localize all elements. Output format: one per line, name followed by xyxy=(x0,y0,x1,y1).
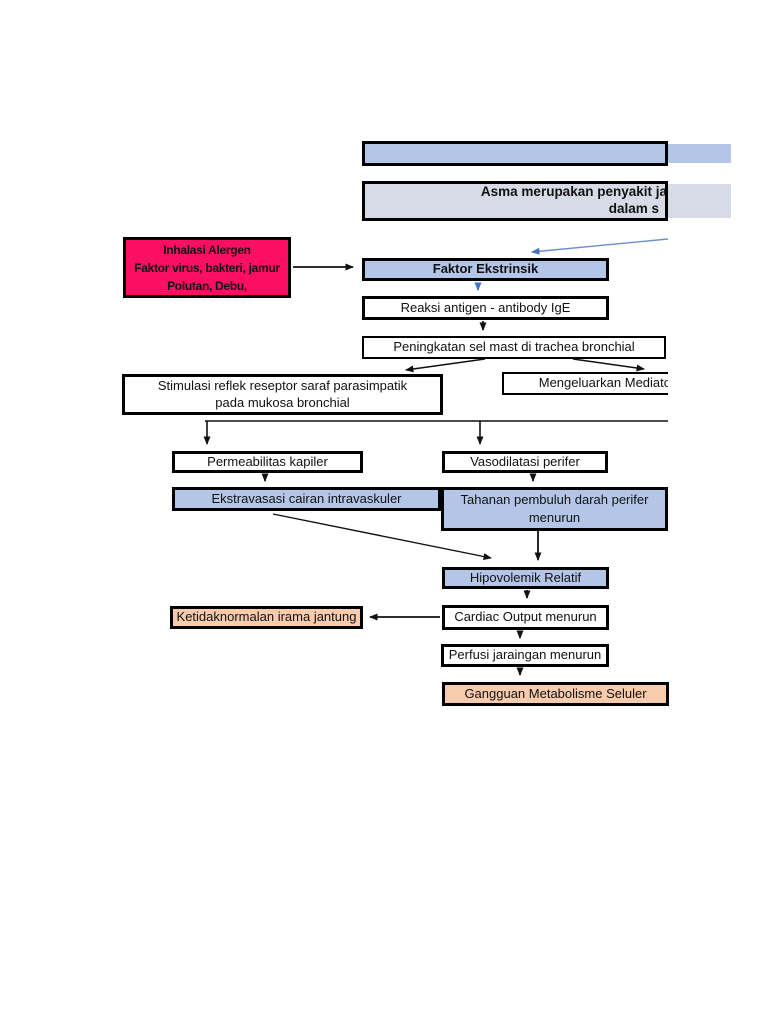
node-tahanan-pembuluh: Tahanan pembuluh darah perifer menurun xyxy=(441,487,668,531)
node-faktor-ekstrinsik: Faktor Ekstrinsik xyxy=(362,258,609,281)
node-vasodilatasi-perifer: Vasodilatasi perifer xyxy=(442,451,608,473)
cardiac-output-label: Cardiac Output menurun xyxy=(454,609,597,625)
arrow-blue-diagonal-to-faktor xyxy=(531,238,669,255)
inhalasi-line-1: Inhalasi Alergen xyxy=(163,242,251,257)
inhalasi-line-2: Faktor virus, bakteri, jamur xyxy=(134,260,280,275)
hipovolemik-label: Hipovolemik Relatif xyxy=(469,569,582,585)
faktor-ekstrinsik-label: Faktor Ekstrinsik xyxy=(432,261,539,277)
node-ekstravasasi-cairan: Ekstravasasi cairan intravaskuler xyxy=(172,487,441,511)
tahanan-line-1: Tahanan pembuluh darah perifer xyxy=(460,492,649,508)
node-cardiac-output: Cardiac Output menurun xyxy=(442,605,609,630)
intro-text-box-extension xyxy=(668,184,731,218)
ekstravasasi-label: Ekstravasasi cairan intravaskuler xyxy=(211,490,402,506)
node-ketidaknormalan-irama: Ketidaknormalan irama jantung xyxy=(170,606,363,629)
node-permeabilitas-kapiler: Permeabilitas kapiler xyxy=(172,451,363,473)
vasodilatasi-label: Vasodilatasi perifer xyxy=(470,453,580,469)
stimulasi-line-1: Stimulasi reflek reseptor saraf parasimp… xyxy=(157,378,408,394)
node-mengeluarkan-mediator: Mengeluarkan Mediato xyxy=(502,372,668,395)
node-perfusi-jaringan: Perfusi jaraingan menurun xyxy=(441,644,609,667)
node-inhalasi-alergen: Inhalasi Alergen Faktor virus, bakteri, … xyxy=(123,237,291,298)
inhalasi-line-3: Polutan, Debu, xyxy=(167,278,247,293)
intro-line-2: dalam s xyxy=(608,201,659,216)
node-hipovolemik-relatif: Hipovolemik Relatif xyxy=(442,567,609,589)
mengeluarkan-label: Mengeluarkan Mediato xyxy=(538,375,668,391)
node-peningkatan-sel-mast: Peningkatan sel mast di trachea bronchia… xyxy=(362,336,666,359)
permeabilitas-label: Permeabilitas kapiler xyxy=(207,453,328,469)
title-banner xyxy=(362,141,668,166)
intro-text-box: Asma merupakan penyakit ja dalam s xyxy=(362,181,668,221)
node-reaksi-antigen: Reaksi antigen - antibody IgE xyxy=(362,296,609,320)
perfusi-label: Perfusi jaraingan menurun xyxy=(448,647,602,663)
title-banner-extension xyxy=(668,144,731,163)
stimulasi-line-2: pada mukosa bronchial xyxy=(215,394,350,410)
node-stimulasi-reflek: Stimulasi reflek reseptor saraf parasimp… xyxy=(122,374,443,415)
peningkatan-label: Peningkatan sel mast di trachea bronchia… xyxy=(393,339,635,355)
arrow-peningkatan-to-stimulasi xyxy=(405,358,486,373)
gangguan-label: Gangguan Metabolisme Seluler xyxy=(464,685,647,701)
intro-line-1: Asma merupakan penyakit ja xyxy=(480,184,667,200)
arrow-peningkatan-to-mengeluarkan xyxy=(572,358,645,372)
reaksi-antigen-label: Reaksi antigen - antibody IgE xyxy=(400,299,571,315)
ketidaknormalan-label: Ketidaknormalan irama jantung xyxy=(176,609,357,625)
node-gangguan-metabolisme: Gangguan Metabolisme Seluler xyxy=(442,682,669,706)
tahanan-line-2: menurun xyxy=(528,510,581,525)
